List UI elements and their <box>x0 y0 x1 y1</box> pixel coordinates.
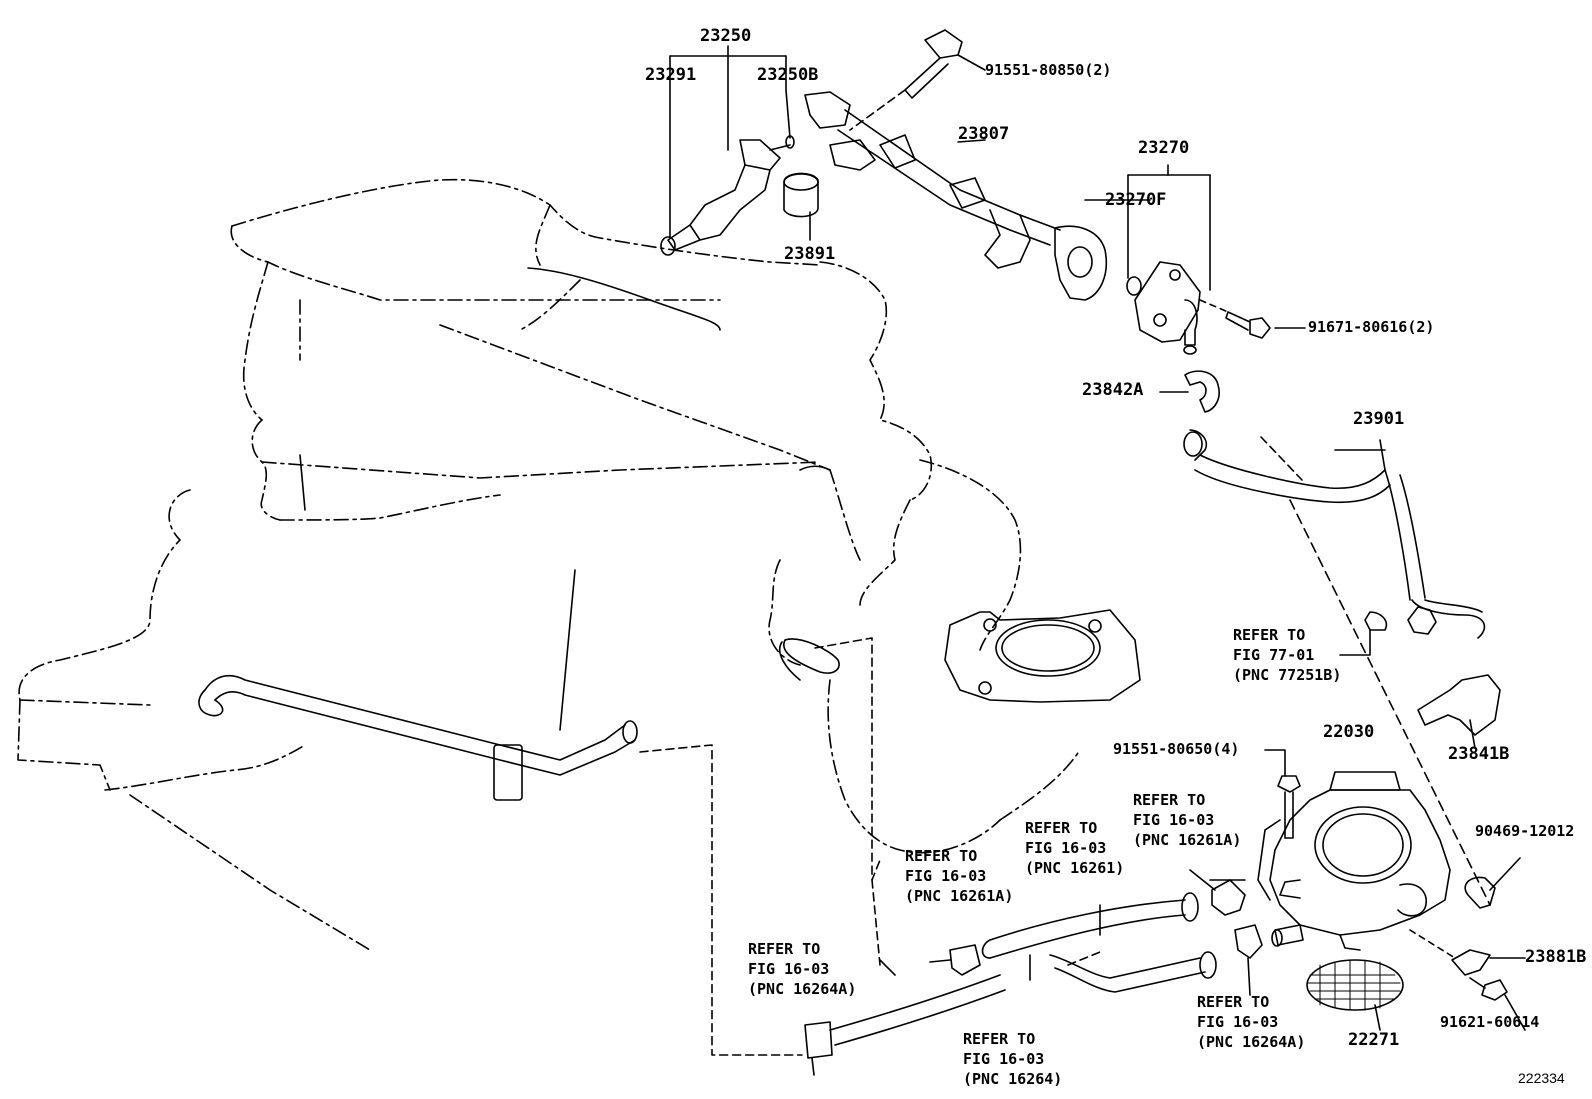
part-label-91551-80850: 91551-80850(2) <box>985 61 1112 79</box>
engine-water-pipe <box>198 638 840 801</box>
fuel-connector-23270 <box>1084 164 1211 355</box>
bracket-23881B <box>1409 929 1526 976</box>
clamp-23841B <box>1417 674 1501 749</box>
throttle-body <box>1257 771 1451 951</box>
part-label-23270F: 23270F <box>1105 190 1167 210</box>
ref-line: REFER TO <box>748 940 821 958</box>
clip-23842A <box>1159 370 1220 413</box>
engine-inner-lines <box>299 267 831 731</box>
ref-line: REFER TO <box>1233 626 1306 644</box>
reference-pnc-16261A-left: REFER TO FIG 16-03 (PNC 16261A) <box>905 846 1013 906</box>
intake-flange <box>944 609 1141 703</box>
fuel-injector <box>660 135 795 256</box>
part-label-23842A: 23842A <box>1082 380 1144 400</box>
injector-bracket <box>669 45 791 239</box>
water-hoses-lower <box>804 892 1217 1076</box>
part-label-23250B: 23250B <box>757 65 819 85</box>
dashed-routing <box>639 637 1101 1056</box>
reference-pnc-16264: REFER TO FIG 16-03 (PNC 16264) <box>963 1029 1062 1089</box>
bolt-91551-80650 <box>1264 749 1301 839</box>
ref-line: (PNC 77251B) <box>1233 666 1342 684</box>
part-label-23901: 23901 <box>1353 409 1405 429</box>
part-label-22271: 22271 <box>1348 1030 1400 1050</box>
bolt-91671-80616 <box>1199 299 1306 339</box>
part-label-90469-12012: 90469-12012 <box>1475 822 1575 840</box>
reference-pnc-16261: REFER TO FIG 16-03 (PNC 16261) <box>1025 818 1124 878</box>
ref-line: (PNC 16261A) <box>1133 831 1242 849</box>
part-label-91551-80650: 91551-80650(4) <box>1113 740 1240 758</box>
bolt-91621-60614 <box>1469 977 1526 1031</box>
reference-fig-77-01: REFER TO FIG 77-01 (PNC 77251B) <box>1233 625 1341 685</box>
reference-pnc-16261A-right: REFER TO FIG 16-03 (PNC 16261A) <box>1133 790 1241 850</box>
pipe-77251B <box>1339 611 1388 656</box>
part-label-91621-60614: 91621-60614 <box>1440 1013 1540 1031</box>
gasket-22271 <box>1306 959 1404 1031</box>
reference-pnc-16264A-right: REFER TO FIG 16-03 (PNC 16264A) <box>1197 992 1305 1052</box>
ref-line: REFER TO <box>963 1030 1036 1048</box>
ref-line: FIG 16-03 <box>905 867 987 885</box>
part-label-23841B: 23841B <box>1448 744 1510 764</box>
ref-line: (PNC 16264A) <box>748 980 857 998</box>
ref-line: REFER TO <box>905 847 978 865</box>
fuel-hose-23901 <box>1183 429 1486 639</box>
reference-leaders <box>879 449 1386 981</box>
part-label-23270: 23270 <box>1138 138 1190 158</box>
part-label-91671-80616: 91671-80616(2) <box>1308 318 1435 336</box>
engine-outline <box>17 178 1081 951</box>
figure-id: 222334 <box>1518 1070 1565 1086</box>
insulator-23891 <box>783 172 819 241</box>
ref-line: FIG 16-03 <box>748 960 830 978</box>
ref-line: (PNC 16264A) <box>1197 1033 1306 1051</box>
clip-90469-12012 <box>1464 857 1521 909</box>
bolt-91551-80850 <box>849 29 986 131</box>
fuel-delivery-pipe <box>804 91 1107 301</box>
ref-line: FIG 16-03 <box>1133 811 1215 829</box>
part-label-23881B: 23881B <box>1525 947 1587 967</box>
ref-line: FIG 16-03 <box>963 1050 1045 1068</box>
ref-line: REFER TO <box>1025 819 1098 837</box>
part-label-23891: 23891 <box>784 244 836 264</box>
ref-line: REFER TO <box>1197 993 1270 1011</box>
dashed-leader-right <box>1289 499 1491 906</box>
ref-line: REFER TO <box>1133 791 1206 809</box>
hose-clamps-throttle <box>1189 869 1263 996</box>
reference-pnc-16264A-left: REFER TO FIG 16-03 (PNC 16264A) <box>748 939 856 999</box>
ref-line: FIG 16-03 <box>1197 1013 1279 1031</box>
ref-line: (PNC 16264) <box>963 1070 1063 1088</box>
ref-line: FIG 77-01 <box>1233 646 1315 664</box>
part-label-23250: 23250 <box>700 26 752 46</box>
part-label-23807: 23807 <box>958 124 1010 144</box>
ref-line: (PNC 16261A) <box>905 887 1014 905</box>
ref-line: (PNC 16261) <box>1025 859 1125 877</box>
part-label-23291: 23291 <box>645 65 697 85</box>
ref-line: FIG 16-03 <box>1025 839 1107 857</box>
part-label-22030: 22030 <box>1323 722 1375 742</box>
